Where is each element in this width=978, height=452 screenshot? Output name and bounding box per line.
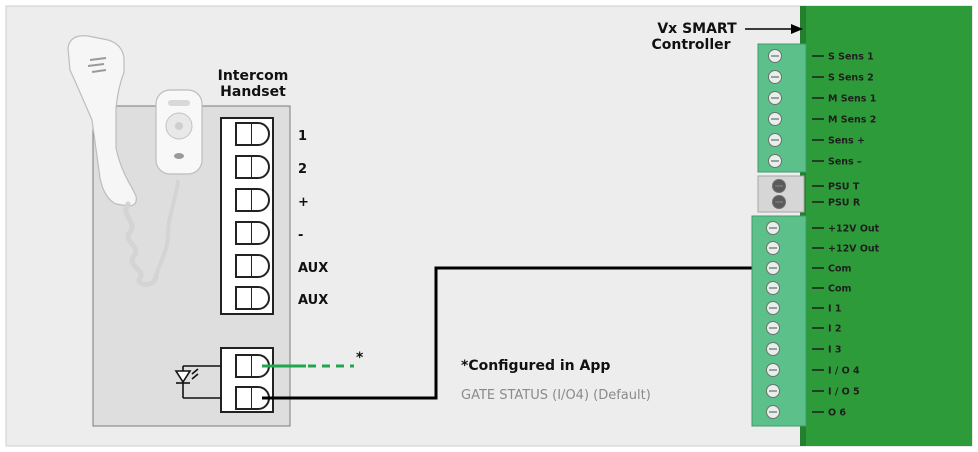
io-screw-3 <box>766 261 780 275</box>
handset-icon <box>67 35 203 287</box>
controller-label-sensor-6: Sens – <box>828 157 862 168</box>
controller-label-sensor-3: M Sens 1 <box>828 94 876 105</box>
psu-screw-2 <box>772 195 786 209</box>
handset-terminal-block <box>220 117 274 315</box>
handset-terminal-3 <box>235 188 270 212</box>
handset-terminal-4 <box>235 221 270 245</box>
controller-label-sensor-6-row: Sens – <box>812 157 862 168</box>
terminal-label-minus: - <box>298 228 303 243</box>
handset-terminal-6 <box>235 286 270 310</box>
controller-label-io-1: +12V Out <box>828 224 880 235</box>
sensor-screw-2 <box>768 70 782 84</box>
io-screw-7 <box>766 342 780 356</box>
sensor-screw-1 <box>768 49 782 63</box>
sensor-screw-3 <box>768 91 782 105</box>
handset-title-line2: Handset <box>220 84 286 100</box>
controller-label-io-4-row: Com <box>812 284 851 295</box>
controller-label-sensor-1-row: S Sens 1 <box>812 52 874 63</box>
terminal-label-2: 2 <box>298 162 307 177</box>
terminal-label-aux-1: AUX <box>298 261 328 276</box>
controller-label-io-8: I / O 4 <box>828 366 860 377</box>
handset-terminal-1 <box>235 122 270 146</box>
io-screw-2 <box>766 241 780 255</box>
sensor-screw-4 <box>768 112 782 126</box>
controller-label-io-10: O 6 <box>828 408 846 419</box>
controller-label-io-7: I 3 <box>828 345 841 356</box>
controller-label-io-3: Com <box>828 264 851 275</box>
io-screw-9 <box>766 384 780 398</box>
handset-terminal-5 <box>235 254 270 278</box>
optional-marker: * <box>356 350 364 366</box>
output-terminal-2 <box>235 386 270 410</box>
controller-board <box>806 6 972 446</box>
controller-title-line2: Controller <box>651 37 730 53</box>
controller-label-io-9-row: I / O 5 <box>812 387 860 398</box>
configured-note-subtitle: GATE STATUS (I/O4) (Default) <box>461 388 651 403</box>
sensor-screw-5 <box>768 133 782 147</box>
controller-label-io-4: Com <box>828 284 851 295</box>
controller-label-io-2: +12V Out <box>828 244 880 255</box>
controller-label-io-5: I 1 <box>828 304 841 315</box>
controller-label-io-8-row: I / O 4 <box>812 366 860 377</box>
io-screw-6 <box>766 321 780 335</box>
controller-label-sensor-4: M Sens 2 <box>828 115 876 126</box>
controller-label-sensor-1: S Sens 1 <box>828 52 874 63</box>
terminal-label-aux-2: AUX <box>298 293 328 308</box>
controller-label-io-6-row: I 2 <box>812 324 841 335</box>
controller-label-sensor-2-row: S Sens 2 <box>812 73 874 84</box>
controller-label-psu-2-row: PSU R <box>812 198 861 209</box>
controller-title-line1: Vx SMART <box>657 21 737 37</box>
controller-label-sensor-5-row: Sens + <box>812 136 865 147</box>
io-screw-5 <box>766 301 780 315</box>
controller-label-io-2-row: +12V Out <box>812 244 880 255</box>
controller-label-sensor-2: S Sens 2 <box>828 73 874 84</box>
controller-pointer-arrow <box>745 24 803 34</box>
controller-label-psu-1-row: PSU T <box>812 182 860 193</box>
controller-label-io-9: I / O 5 <box>828 387 860 398</box>
controller-label-sensor-4-row: M Sens 2 <box>812 115 876 126</box>
handset-title-line1: Intercom <box>218 68 289 84</box>
terminal-label-1: 1 <box>298 129 307 144</box>
terminal-label-plus: + <box>298 195 309 210</box>
io-screw-8 <box>766 363 780 377</box>
io-screw-4 <box>766 281 780 295</box>
controller-label-sensor-5: Sens + <box>828 136 865 147</box>
handset-terminal-2 <box>235 155 270 179</box>
com-wire <box>262 266 776 400</box>
controller-label-io-1-row: +12V Out <box>812 224 880 235</box>
controller-label-io-5-row: I 1 <box>812 304 841 315</box>
controller-label-io-7-row: I 3 <box>812 345 841 356</box>
io-screw-1 <box>766 221 780 235</box>
controller-label-sensor-3-row: M Sens 1 <box>812 94 876 105</box>
controller-sensor-block <box>757 43 807 173</box>
controller-label-io-10-row: O 6 <box>812 408 846 419</box>
configured-note-title: *Configured in App <box>461 358 610 374</box>
psu-screw-1 <box>772 179 786 193</box>
controller-label-io-6: I 2 <box>828 324 841 335</box>
sensor-screw-6 <box>768 154 782 168</box>
controller-label-psu-2: PSU R <box>828 198 861 209</box>
controller-label-psu-1: PSU T <box>828 182 860 193</box>
io-screw-10 <box>766 405 780 419</box>
controller-label-io-3-row: Com <box>812 264 851 275</box>
led-diode-icon <box>174 365 221 399</box>
